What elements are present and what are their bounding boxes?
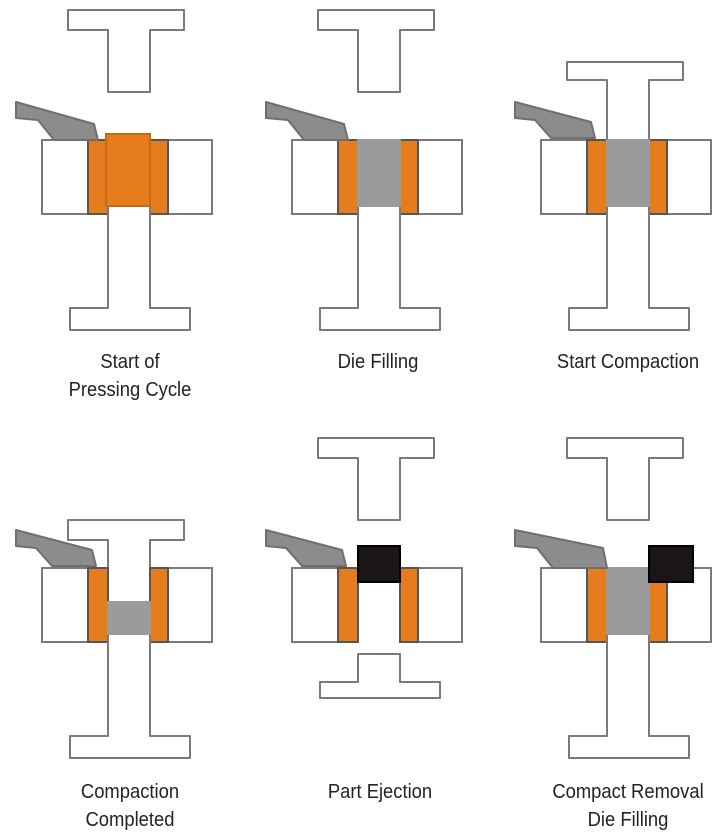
caption-removal: Compact Removal Die Filling	[536, 778, 719, 834]
caption-ejection-line-1: Part Ejection	[327, 781, 433, 803]
lower-punch	[568, 205, 690, 331]
feed-shoe	[514, 529, 608, 569]
die-block-left	[291, 567, 339, 643]
die-block-left	[540, 139, 588, 215]
caption-start-compaction-line-1: Start Compaction	[556, 351, 700, 373]
lower-punch	[69, 633, 191, 759]
powder-fill	[606, 139, 650, 207]
die-liner-left	[87, 567, 109, 643]
caption-completed: Compaction Completed	[38, 778, 222, 834]
feed-shoe	[265, 101, 349, 141]
die-block-right	[417, 139, 463, 215]
caption-start: Start of Pressing Cycle	[38, 348, 222, 404]
die-liner-right	[399, 139, 419, 215]
stage-filling	[265, 9, 463, 331]
die-liner-right	[648, 139, 668, 215]
upper-punch	[67, 9, 185, 93]
feed-shoe	[15, 529, 97, 567]
caption-filling-line-1: Die Filling	[337, 351, 419, 373]
stage-removal	[514, 437, 712, 759]
caption-start-line-2: Pressing Cycle	[68, 379, 192, 401]
powder-fill	[357, 139, 401, 207]
stage-completed	[15, 519, 213, 759]
die-block-left	[291, 139, 339, 215]
lower-punch	[69, 205, 191, 331]
upper-punch	[566, 437, 684, 521]
caption-completed-line-1: Compaction	[80, 781, 180, 803]
die-block-right	[167, 567, 213, 643]
stage-ejection	[265, 437, 463, 699]
caption-filling: Die Filling	[286, 348, 470, 376]
lower-punch	[319, 205, 441, 331]
stage-start-compaction	[514, 61, 712, 331]
die-liner-left	[337, 567, 359, 643]
caption-start-compaction: Start Compaction	[536, 348, 719, 376]
die-liner-left	[586, 567, 608, 643]
compacted-part	[107, 601, 151, 635]
caption-removal-line-2: Die Filling	[587, 809, 669, 831]
die-liner-left	[337, 139, 359, 215]
caption-ejection: Part Ejection	[288, 778, 472, 806]
powder-fill	[105, 133, 151, 207]
die-liner-right	[149, 139, 169, 215]
die-liner-left	[586, 139, 608, 215]
upper-punch	[317, 437, 435, 521]
ejected-compact	[648, 545, 694, 583]
feed-shoe	[514, 101, 596, 139]
feed-shoe	[15, 101, 99, 141]
upper-punch	[317, 9, 435, 93]
die-block-left	[41, 567, 89, 643]
stage-start	[15, 9, 213, 331]
die-block-right	[167, 139, 213, 215]
die-block-right	[666, 139, 712, 215]
feed-shoe	[265, 529, 347, 567]
die-block-left	[41, 139, 89, 215]
caption-removal-line-1: Compact Removal	[552, 781, 704, 803]
die-liner-right	[399, 567, 419, 643]
lower-punch	[568, 633, 690, 759]
die-liner-right	[149, 567, 169, 643]
die-block-left	[540, 567, 588, 643]
die-block-right	[417, 567, 463, 643]
ejected-compact	[357, 545, 401, 583]
caption-start-line-1: Start of	[100, 351, 160, 373]
caption-completed-line-2: Completed	[85, 809, 175, 831]
powder-fill	[606, 567, 650, 635]
lower-punch	[319, 653, 441, 699]
